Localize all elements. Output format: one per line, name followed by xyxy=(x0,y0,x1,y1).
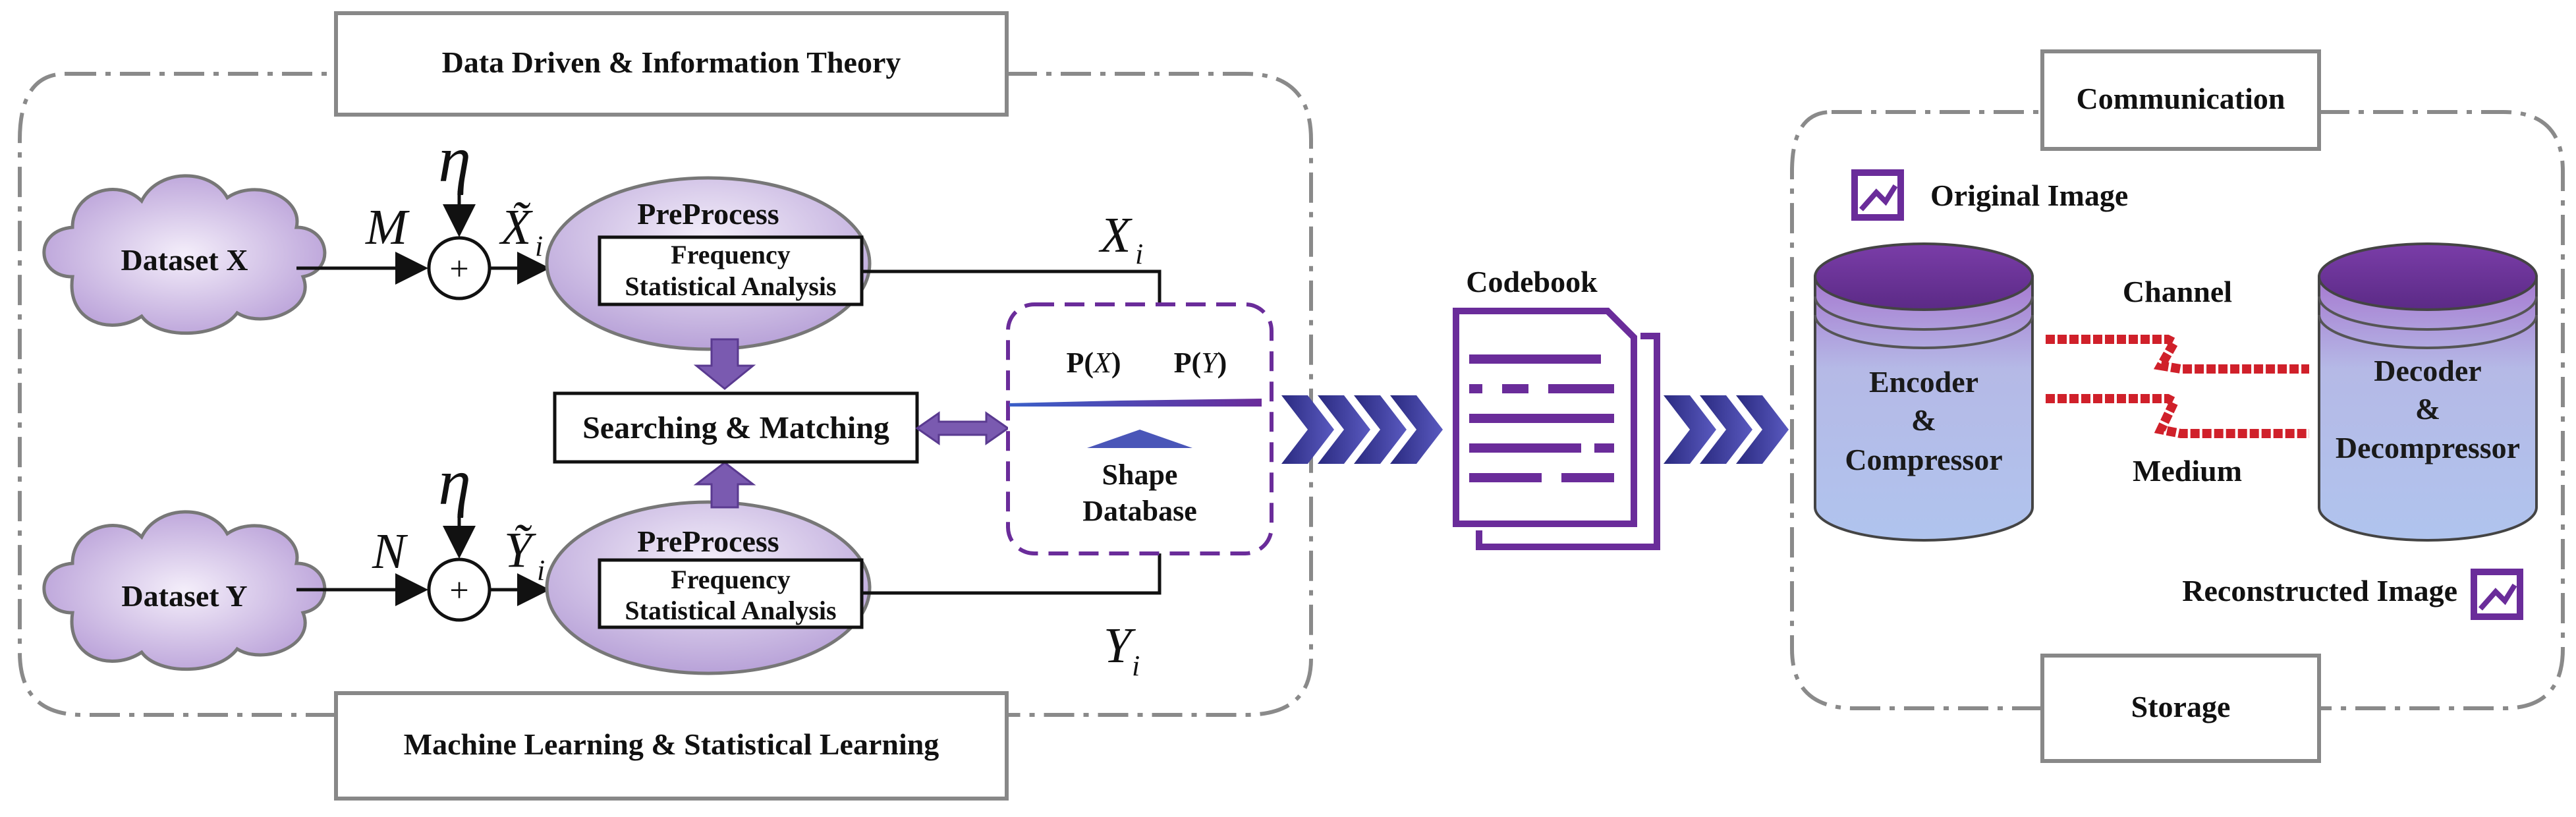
decoder-line3: Decompressor xyxy=(2336,431,2520,465)
decoder-cylinder: Decoder & Decompressor xyxy=(2318,242,2538,542)
yi-line xyxy=(862,553,1162,595)
preprocess-top: PreProcess Frequency Statistical Analysi… xyxy=(545,176,872,351)
svg-text:X: X xyxy=(1098,208,1133,263)
py-label: P(Y) xyxy=(1174,347,1227,379)
chevrons-to-encoder xyxy=(1664,395,1789,464)
right-panel-border xyxy=(1790,110,2565,710)
preprocess-top-line1: Frequency xyxy=(671,240,790,269)
communication-label: Communication xyxy=(2077,82,2285,115)
channel-signal xyxy=(2046,335,2309,438)
channel-label: Channel xyxy=(2123,275,2232,308)
preprocess-bottom-line1: Frequency xyxy=(671,565,790,594)
encoder-cylinder: Encoder & Compressor xyxy=(1814,242,2034,542)
xi-symbol: X i xyxy=(1098,208,1143,270)
preprocess-bottom-title: PreProcess xyxy=(637,524,779,558)
original-image-icon xyxy=(1851,169,1904,221)
encoder-line1: Encoder xyxy=(1869,365,1978,399)
database-label: Database xyxy=(1082,495,1197,527)
searching-matching-label: Searching & Matching xyxy=(582,410,889,445)
codebook-icon xyxy=(1453,308,1660,550)
ytilde-symbol: Ỹ i xyxy=(504,522,545,586)
svg-text:i: i xyxy=(535,230,543,262)
encoder-line2: & xyxy=(1911,403,1936,437)
svg-text:P(X): P(X) xyxy=(1066,347,1121,379)
reconstructed-image-icon xyxy=(2471,569,2523,620)
svg-text:P(Y): P(Y) xyxy=(1174,347,1227,379)
top-title-box xyxy=(334,11,1009,117)
px-label: P(X) xyxy=(1066,347,1121,379)
eta-top: η xyxy=(438,123,471,196)
svg-text:Y: Y xyxy=(1104,618,1136,673)
svg-text:i: i xyxy=(1132,650,1140,682)
yi-symbol: Y i xyxy=(1104,618,1140,682)
svg-text:X̃: X̃ xyxy=(499,200,533,255)
dataset-x-label: Dataset X xyxy=(121,243,248,277)
down-arrow-to-search xyxy=(693,338,756,390)
communication-box xyxy=(2040,49,2321,151)
dataset-x-cloud: Dataset X xyxy=(42,174,327,335)
reconstructed-image-label: Reconstructed Image xyxy=(2182,574,2457,607)
xi-line xyxy=(862,269,1162,304)
medium-label: Medium xyxy=(2133,454,2242,488)
eta-bottom: η xyxy=(438,445,471,519)
sum-plus-top: + xyxy=(449,250,468,288)
storage-box xyxy=(2040,654,2321,763)
shape-label: Shape xyxy=(1102,459,1178,491)
original-image-label: Original Image xyxy=(1930,179,2128,212)
distribution-peak xyxy=(1087,430,1192,448)
codebook-label: Codebook xyxy=(1466,265,1598,298)
dataset-y-label: Dataset Y xyxy=(121,579,247,613)
svg-text:Ỹ: Ỹ xyxy=(504,522,537,578)
bottom-title: Machine Learning & Statistical Learning xyxy=(404,727,939,761)
top-title: Data Driven & Information Theory xyxy=(442,45,901,79)
sum-plus-bottom: + xyxy=(449,572,468,609)
chevrons-to-codebook xyxy=(1281,395,1443,464)
decoder-line1: Decoder xyxy=(2374,354,2481,387)
preprocess-bottom-line2: Statistical Analysis xyxy=(625,596,836,625)
storage-label: Storage xyxy=(2131,690,2231,723)
bottom-title-box xyxy=(334,691,1009,801)
encoder-line3: Compressor xyxy=(1845,443,2002,476)
decoder-line2: & xyxy=(2415,392,2440,426)
m-symbol: M xyxy=(365,200,410,255)
dataset-y-cloud: Dataset Y xyxy=(42,510,327,671)
left-panel-border xyxy=(18,72,1313,717)
shape-database-box xyxy=(1006,302,1274,555)
n-symbol: N xyxy=(372,524,408,579)
svg-text:i: i xyxy=(1135,238,1143,270)
preprocess-top-title: PreProcess xyxy=(637,197,779,231)
distribution-line xyxy=(1009,399,1262,407)
double-arrow-search-db xyxy=(915,411,1010,445)
xtilde-symbol: X̃ i xyxy=(499,200,543,262)
preprocess-top-line2: Statistical Analysis xyxy=(625,271,836,301)
svg-text:i: i xyxy=(537,554,545,586)
up-arrow-to-search xyxy=(693,461,756,509)
preprocess-bottom: PreProcess Frequency Statistical Analysi… xyxy=(545,500,872,675)
